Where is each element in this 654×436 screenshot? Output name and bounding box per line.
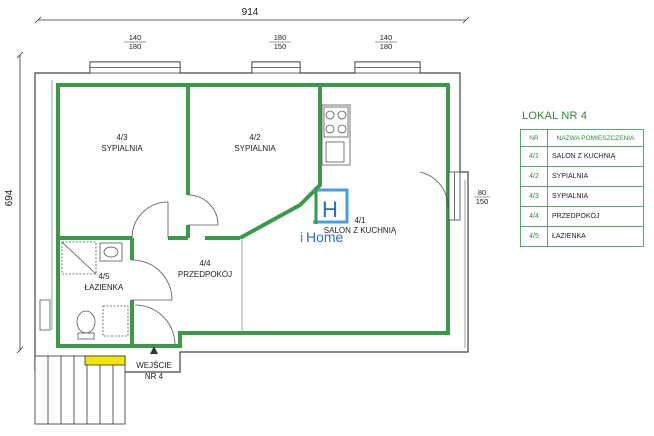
legend-title: LOKAL NR 4 — [522, 110, 588, 122]
legend-row: 4/1 SALON Z KUCHNIĄ — [520, 146, 644, 167]
windows — [89, 61, 461, 221]
ihome-logo: H i Home — [300, 187, 349, 245]
top-dimension — [34, 16, 470, 24]
legend-row: 4/3 SYPIALNIA — [520, 186, 644, 207]
dimension-width: 914 — [242, 7, 259, 18]
window-left-dim-bottom: 180 — [129, 42, 142, 51]
room-4-4-number: 4/4 — [199, 259, 211, 268]
legend-row: 4/5 ŁAZIENKA — [520, 226, 644, 247]
logo-brand-rest: Home — [306, 229, 344, 245]
room-4-1-name: SALON Z KUCHNIĄ — [324, 226, 397, 235]
entrance-arrow-icon — [150, 346, 158, 354]
logo-letter: H — [322, 197, 338, 222]
legend-header-name: NAZWA POMIESZCZENIA — [547, 129, 644, 147]
stairs — [34, 355, 126, 425]
thin-walls — [51, 80, 466, 348]
window-left-dim-top: 140 — [129, 33, 142, 42]
left-dimension — [16, 51, 24, 354]
legend-row: 4/4 PRZEDPOKÓJ — [520, 206, 644, 227]
legend-row: 4/2 SYPIALNIA — [520, 166, 644, 187]
window-side-dim-bottom: 150 — [476, 197, 489, 206]
legend-row-nr: 4/2 — [520, 166, 548, 187]
window-right-dim-top: 140 — [380, 33, 393, 42]
legend-panel: LOKAL NR 4 NR NAZWA POMIESZCZENIA 4/1 SA… — [520, 110, 645, 247]
room-4-4-name: PRZEDPOKÓJ — [178, 270, 232, 279]
apartment-walls — [56, 83, 450, 348]
legend-row-name: SYPIALNIA — [547, 186, 644, 207]
window-side-dim-top: 80 — [478, 188, 486, 197]
room-4-1-number: 4/1 — [354, 216, 366, 225]
window-mid-dim-top: 180 — [274, 33, 287, 42]
kitchen — [321, 104, 351, 166]
legend-header-row: NR NAZWA POMIESZCZENIA — [520, 129, 644, 147]
legend-row-nr: 4/5 — [520, 226, 548, 247]
dimension-height: 694 — [4, 189, 15, 206]
doors — [131, 171, 449, 346]
room-4-5-name: ŁAZIENKA — [85, 283, 124, 292]
room-4-2-name: SYPIALNIA — [234, 144, 276, 153]
room-4-2-number: 4/2 — [249, 133, 261, 142]
legend-row-name: PRZEDPOKÓJ — [547, 206, 644, 227]
room-4-5-number: 4/5 — [98, 272, 110, 281]
legend-row-name: ŁAZIENKA — [547, 226, 644, 247]
entrance-label-line1: WEJŚCIE — [136, 361, 172, 370]
entrance-label-line2: NR 4 — [145, 372, 164, 381]
outer-wall — [34, 61, 469, 373]
legend-table: NR NAZWA POMIESZCZENIA 4/1 SALON Z KUCHN… — [520, 129, 644, 247]
legend-row-name: SYPIALNIA — [547, 166, 644, 187]
legend-header-nr: NR — [520, 129, 548, 147]
legend-row-nr: 4/4 — [520, 206, 548, 227]
room-4-3-name: SYPIALNIA — [101, 144, 143, 153]
window-right-dim-bottom: 180 — [380, 42, 393, 51]
legend-row-nr: 4/1 — [520, 146, 548, 167]
logo-brand-i: i — [300, 229, 303, 245]
bathroom-fixtures — [39, 241, 129, 340]
legend-row-nr: 4/3 — [520, 186, 548, 207]
window-mid-dim-bottom: 150 — [274, 42, 287, 51]
legend-row-name: SALON Z KUCHNIĄ — [547, 146, 644, 167]
room-4-3-number: 4/3 — [116, 133, 128, 142]
